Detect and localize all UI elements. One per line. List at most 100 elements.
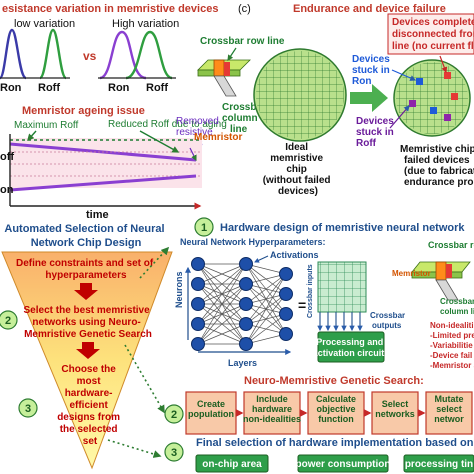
nn-neuron [279, 327, 293, 341]
nn-connection [245, 273, 287, 305]
crossbar-row-label: Crossbar row [428, 240, 474, 250]
activations-arrow [254, 255, 269, 263]
funnel-num-2: 2 [5, 315, 11, 327]
nonideal-list: Non-idealiti -Limited pre -Variabilitie … [430, 321, 474, 370]
nn-connection [197, 263, 247, 345]
hw-title: Hardware design of memristive neural net… [220, 222, 465, 234]
col-line-label: Crossbar column line [222, 102, 269, 135]
hw-badge-1 [194, 217, 214, 237]
funnel-arrow-1 [74, 283, 98, 300]
equals-sign: = [298, 297, 306, 313]
panel-c-title: Endurance and device failure [293, 3, 446, 15]
nn-connection [197, 263, 247, 325]
final-metric-box [195, 454, 269, 473]
nn-neuron [191, 257, 205, 271]
processing-label: Processing and activation circuits [313, 337, 390, 358]
column-li-label: Crossbar column li [440, 297, 474, 316]
stuck-roff-label: Devices stuck in Roff [356, 116, 397, 149]
crossbar-grid [317, 261, 367, 313]
hardware-design-section: 1 Hardware design of memristive neural n… [174, 217, 474, 370]
ageing-title: Memristor ageing issue [22, 105, 145, 117]
stuck-ron-cell [430, 107, 437, 114]
completely-failed-label: Devices completely disconnected from lin… [392, 17, 474, 52]
axis-time-label: time [86, 209, 109, 221]
processing-box [317, 331, 385, 363]
nn-neuron [239, 337, 253, 351]
genetic-search-section: Neuro-Memristive Genetic Search: 2 Creat… [164, 375, 473, 435]
low-roff-label: Roff [38, 82, 60, 94]
stuck-ron-label: Devices stuck in Ron [352, 54, 393, 87]
funnel-arrow-2 [76, 342, 100, 359]
axis-roff-label: off [0, 151, 14, 163]
nn-neuron [279, 307, 293, 321]
panel-a-title: esistance variation in memristive device… [2, 3, 218, 15]
stuck-ron-cell [416, 78, 423, 85]
memristor-label: Memristor [194, 132, 242, 143]
genetic-step-box [425, 391, 473, 435]
hw-num: 1 [201, 222, 207, 234]
high-roff-label: Roff [146, 82, 168, 94]
panel-c-letter: (c) [238, 3, 251, 15]
low-ron-label: Ron [0, 82, 22, 94]
final-metric-box [403, 454, 474, 473]
genetic-step-box [185, 391, 237, 435]
crossbar-3d-icon [197, 59, 251, 97]
failed-chip-label: Memristive chip failed devices (due to f… [400, 144, 474, 188]
removed-states-arrow [189, 147, 197, 162]
crossbar-3d-small [411, 261, 471, 301]
nn-neuron [191, 297, 205, 311]
nn-connection [197, 263, 247, 305]
nn-neuron [279, 267, 293, 281]
final-metric-label: on-chip area [202, 459, 262, 470]
crossbar-inputs-label: Crossbar inputs [307, 264, 314, 318]
funnel-step2: Select the best memristive networks usin… [24, 305, 153, 340]
final-metric-box [297, 454, 389, 473]
stuck-roff-arrow [389, 105, 410, 129]
layers-label: Layers [228, 358, 257, 368]
funnel-title: Automated Selection of Neural Network Ch… [4, 223, 167, 249]
genetic-badge [164, 404, 184, 424]
funnel-shape [1, 251, 173, 470]
reduced-roff-label: Reduced Roff due to aging [108, 119, 227, 130]
ideal-wafer [253, 48, 347, 142]
nn-connection [197, 323, 247, 345]
nn-neuron [279, 287, 293, 301]
nn-connection [245, 273, 287, 345]
low-ron-curve [0, 28, 28, 80]
connector-2 [124, 344, 165, 414]
genetic-title: Neuro-Memristive Genetic Search: [244, 375, 424, 387]
nn-neuron [239, 297, 253, 311]
nn-connection [197, 283, 247, 345]
neural-network [191, 257, 293, 351]
connector-3 [107, 439, 162, 458]
funnel-step1: Define constraints and set of hyperparam… [16, 258, 156, 281]
nn-connection [245, 293, 287, 345]
neurons-label: Neurons [174, 271, 184, 308]
genetic-step-box [371, 391, 419, 435]
activations-label: Activations [270, 250, 319, 260]
nn-neuron [191, 277, 205, 291]
failed-arrow [439, 55, 448, 74]
low-roff-curve [38, 28, 68, 80]
final-badge [164, 442, 184, 462]
high-variation-label: High variation [112, 18, 179, 30]
stuck-roff-cell [444, 114, 451, 121]
stuck-ron-arrow [391, 69, 417, 81]
nn-connection [197, 303, 247, 345]
row-line-label: Crossbar row line [200, 36, 285, 47]
final-metric-label: power consumption [296, 459, 391, 470]
nn-neuron [191, 337, 205, 351]
final-num: 3 [171, 447, 177, 459]
transition-arrow [350, 84, 388, 112]
stuck-roff-cell [409, 100, 416, 107]
hw-hyper-label: Neural Network Hyperparameters: [180, 237, 326, 247]
funnel-num-3: 3 [25, 403, 31, 415]
memristor-block [213, 59, 225, 77]
funnel-step3: Choose the most hardware- efficient desi… [57, 364, 123, 447]
panel-resistance-variation: esistance variation in memristive device… [0, 3, 227, 221]
failed-cell [444, 72, 451, 79]
